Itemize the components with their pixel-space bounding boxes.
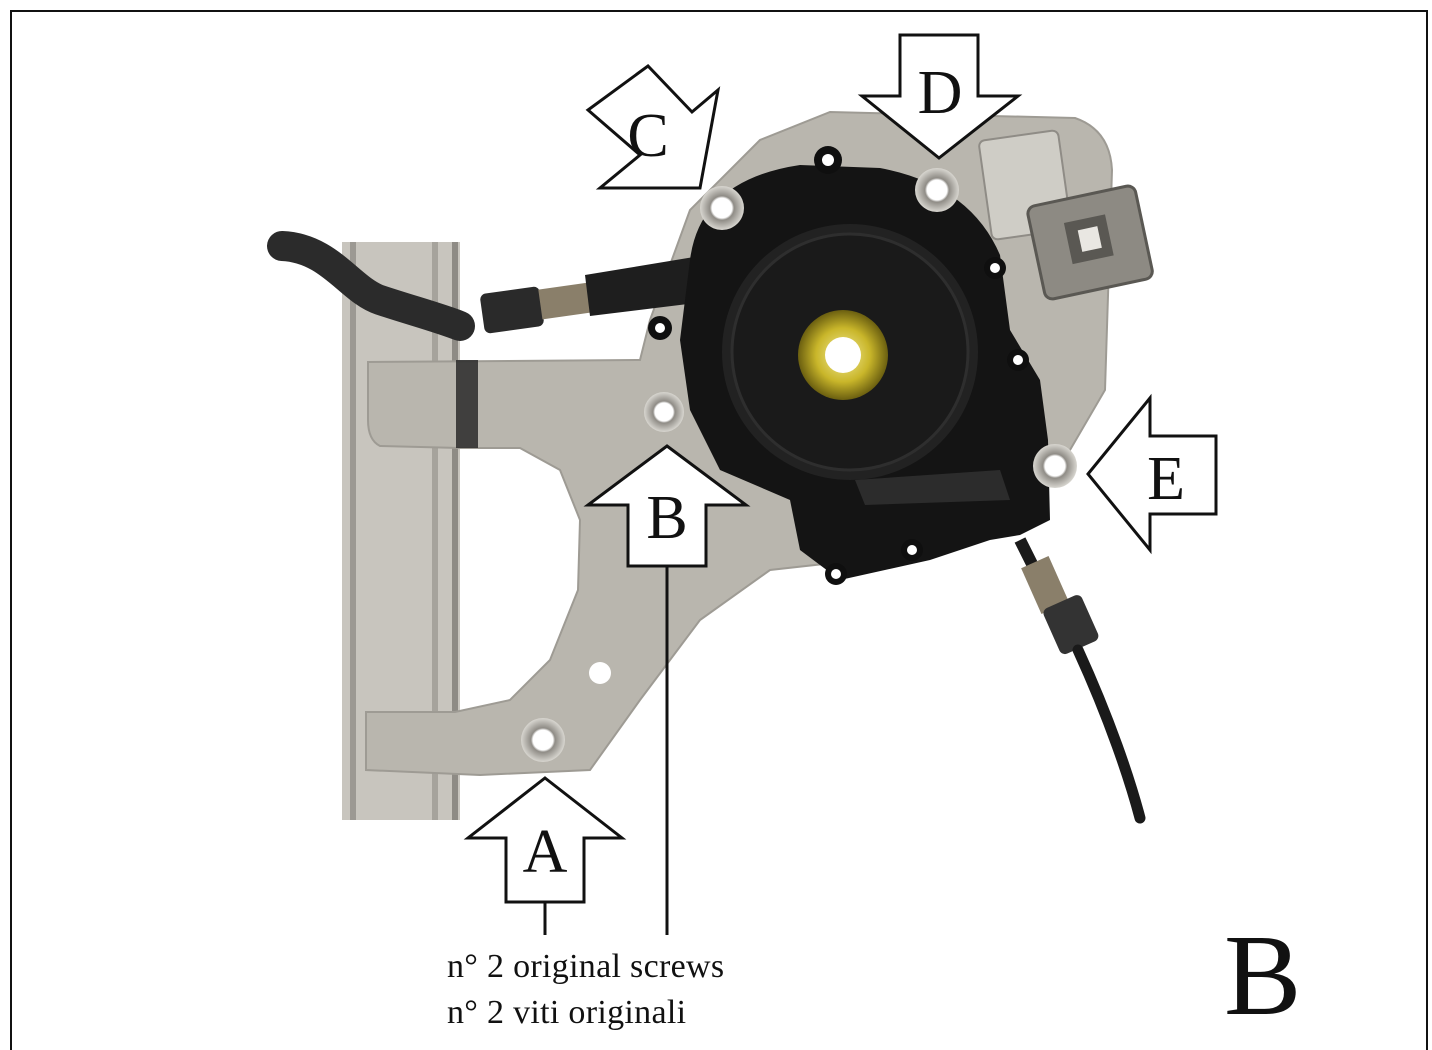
arrow-e-label: E: [1147, 445, 1185, 513]
figure-frame: [10, 10, 1428, 1050]
upper-cable: [267, 231, 704, 341]
arrow-a-label: A: [523, 818, 568, 886]
arrow-a-icon: A: [463, 776, 627, 904]
caption-line-english: n° 2 original screws: [447, 948, 725, 985]
screw-holes: [521, 168, 1077, 762]
arrow-e-icon: E: [1086, 393, 1218, 555]
lower-cable: [1014, 537, 1146, 824]
arrow-d-label: D: [918, 59, 963, 127]
figure-letter: B: [1224, 912, 1302, 1040]
caption-line-italian: n° 2 viti originali: [447, 994, 687, 1031]
arrow-b-label: B: [646, 484, 687, 552]
arrow-c-label: C: [627, 102, 668, 170]
motor-housing: [648, 146, 1050, 585]
bracket-clip: [1026, 184, 1154, 301]
arrow-b-icon: B: [583, 444, 751, 568]
arrow-d-icon: D: [857, 33, 1023, 160]
arrow-c-icon: C: [585, 64, 721, 190]
